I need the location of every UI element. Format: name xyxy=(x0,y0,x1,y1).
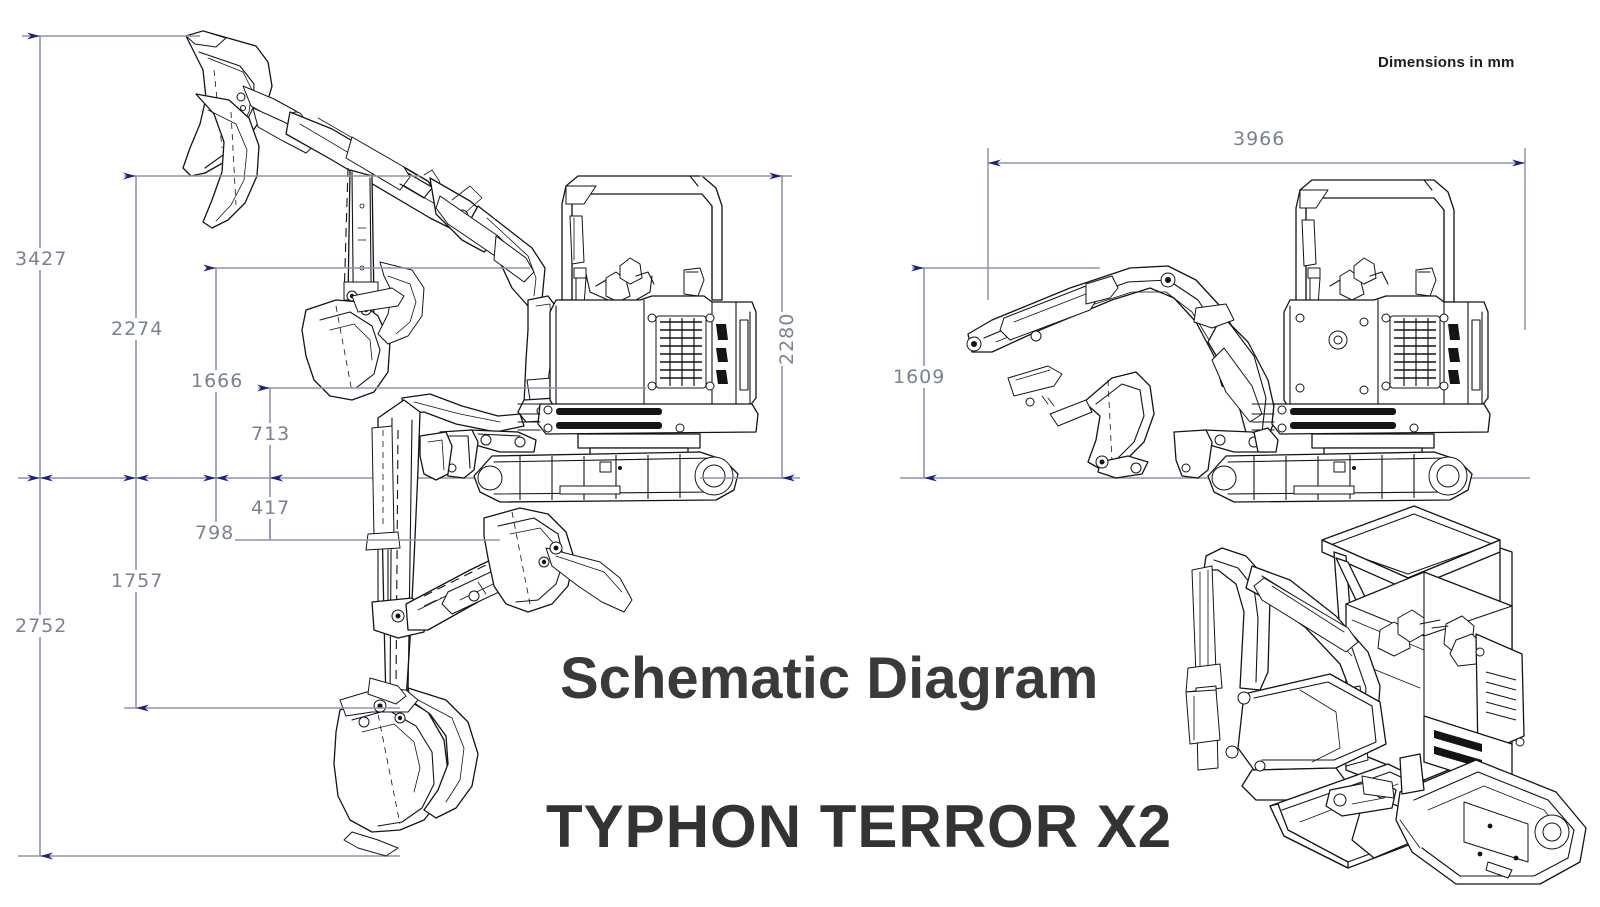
upper-boom-arm xyxy=(242,85,567,423)
dim-label-713: 713 xyxy=(250,423,292,445)
dim-label-1757: 1757 xyxy=(110,570,165,592)
dimension-layer xyxy=(22,32,1526,860)
working-envelope-side-view xyxy=(182,30,759,857)
dim-label-2280: 2280 xyxy=(776,311,798,366)
dim-label-1609: 1609 xyxy=(892,366,947,388)
lower-boom-assembly xyxy=(333,393,633,857)
transport-position-side-view xyxy=(966,179,1491,503)
dim-label-3427: 3427 xyxy=(14,248,69,270)
dim-label-3966: 3966 xyxy=(1232,128,1287,150)
dim-label-798: 798 xyxy=(194,522,236,544)
dim-label-1666: 1666 xyxy=(190,370,245,392)
isometric-view xyxy=(1185,505,1587,885)
upper-bucket-second-profile xyxy=(195,93,260,229)
mid-position-boom-and-bucket xyxy=(301,167,425,401)
dim-label-417: 417 xyxy=(250,497,292,519)
machine-body-left-view xyxy=(419,175,759,503)
dim-label-2274: 2274 xyxy=(110,318,165,340)
model-name: TYPHON TERROR X2 xyxy=(546,793,1173,860)
dim-label-2752: 2752 xyxy=(14,615,69,637)
folded-boom xyxy=(966,265,1277,479)
page-title: Schematic Diagram xyxy=(560,646,1099,711)
units-note: Dimensions in mm xyxy=(1378,54,1515,71)
machine-body-right-view xyxy=(1173,179,1491,503)
